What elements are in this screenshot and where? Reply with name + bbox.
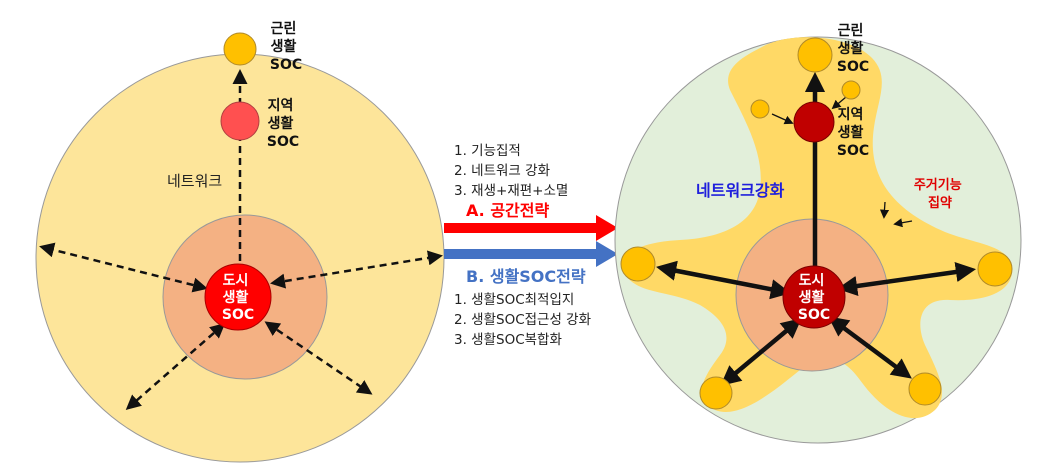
thick-arrow-left bbox=[656, 260, 791, 300]
middle-strategy: 1. 기능집적 2. 네트워크 강화 3. 재생+재편+소멸 A. 공간전략 B… bbox=[444, 143, 618, 348]
network-strengthening-label: 네트워크강화 bbox=[696, 181, 785, 200]
strategy-a-list: 1. 기능집적 2. 네트워크 강화 3. 재생+재편+소멸 bbox=[454, 143, 568, 199]
node-east bbox=[977, 251, 1013, 287]
red-arrow bbox=[444, 215, 618, 241]
pointer-arrow-3 bbox=[879, 201, 890, 219]
thick-arrow-right bbox=[836, 261, 977, 297]
right-regional-label: 지역 생활 SOC bbox=[837, 106, 869, 159]
dashed-arrow-left bbox=[39, 242, 208, 293]
left-city-core bbox=[204, 263, 272, 331]
right-neighborhood-node bbox=[797, 37, 833, 73]
residential-concentration-label: 주거기능 집약 bbox=[914, 178, 966, 211]
dashed-arrow-lower-right bbox=[264, 321, 373, 395]
left-regional-label: 지역 생활 SOC bbox=[267, 97, 299, 150]
left-city-label: 도시 생활 SOC bbox=[222, 273, 254, 323]
dashed-arrow-lower-left bbox=[125, 323, 226, 410]
dashed-arrow-right bbox=[270, 250, 443, 289]
left-network-arrows bbox=[39, 69, 443, 410]
node-southeast bbox=[908, 372, 942, 406]
thick-arrow-lower-right bbox=[828, 316, 912, 379]
left-network-label: 네트워크 bbox=[167, 172, 222, 190]
small-node-right bbox=[841, 80, 861, 100]
small-pointer-arrows bbox=[771, 96, 913, 228]
thick-arrow-lower-left bbox=[720, 318, 802, 386]
strategy-b-list: 1. 생활SOC최적입지 2. 생활SOC접근성 강화 3. 생활SOC복합화 bbox=[454, 292, 595, 348]
right-diagram: 근린 생활 SOC 지역 생활 SOC 네트워크강화 주거기능 집약 도시 생활… bbox=[614, 22, 1022, 444]
left-regional-node bbox=[220, 101, 260, 141]
right-neighborhood-label: 근린 생활 SOC bbox=[837, 22, 869, 75]
left-neighborhood-label: 근린 생활 SOC bbox=[270, 20, 302, 73]
right-network-arrows bbox=[656, 71, 977, 386]
strategy-b-title: B. 생활SOC전략 bbox=[466, 267, 586, 286]
left-neighborhood-node bbox=[223, 32, 257, 66]
small-node-left bbox=[750, 99, 770, 119]
pointer-arrow-4 bbox=[893, 218, 913, 228]
pointer-arrow-1 bbox=[771, 113, 794, 125]
right-city-core bbox=[782, 265, 846, 329]
blue-arrow bbox=[444, 241, 618, 267]
node-west bbox=[620, 246, 656, 282]
left-diagram: 근린 생활 SOC 지역 생활 SOC 네트워크 도시 생활 SOC bbox=[35, 20, 445, 463]
pointer-arrow-2 bbox=[831, 96, 847, 110]
right-city-label: 도시 생활 SOC bbox=[798, 273, 830, 323]
strategy-a-title: A. 공간전략 bbox=[466, 201, 549, 220]
right-regional-node bbox=[793, 101, 835, 143]
node-southwest bbox=[699, 376, 733, 410]
